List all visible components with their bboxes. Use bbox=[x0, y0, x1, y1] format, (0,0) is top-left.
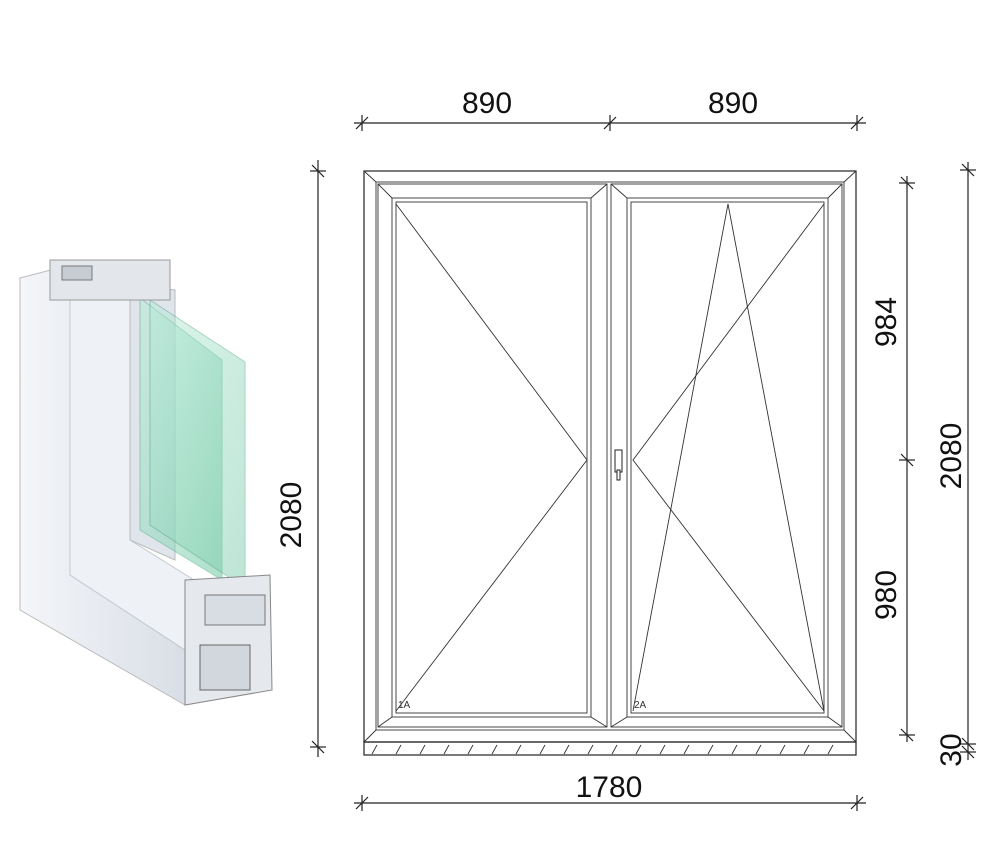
dim-left-height: 2080 bbox=[275, 482, 308, 549]
dim-total-width: 1780 bbox=[576, 771, 643, 804]
dimension-lines bbox=[310, 115, 976, 811]
sill-hatch-mark bbox=[515, 744, 522, 755]
opening-direction-lines bbox=[632, 203, 825, 712]
profile-cross-section-image bbox=[19, 259, 273, 706]
dim-top-left-width: 890 bbox=[462, 87, 512, 120]
sill-hatch-mark bbox=[491, 744, 498, 755]
sill-hatch-mark bbox=[587, 744, 594, 755]
sill-hatch-mark bbox=[803, 744, 810, 755]
tilt-direction-lines bbox=[632, 203, 825, 712]
right-sash bbox=[610, 183, 843, 728]
sill-hatch-mark bbox=[539, 744, 546, 755]
sill-hatch-mark bbox=[635, 744, 642, 755]
sill-hatch-mark bbox=[755, 744, 762, 755]
sill-hatch-mark bbox=[779, 744, 786, 755]
sill-hatch-mark bbox=[371, 744, 378, 755]
dim-right-total-height: 2080 bbox=[935, 423, 968, 490]
dim-right-lower-height: 980 bbox=[870, 570, 903, 620]
sill-hatch-mark bbox=[659, 744, 666, 755]
sill-hatch-mark bbox=[563, 744, 570, 755]
sill-hatch-mark bbox=[395, 744, 402, 755]
sill bbox=[363, 741, 857, 756]
dim-sill-height: 30 bbox=[935, 733, 968, 766]
sill-hatch-mark bbox=[683, 744, 690, 755]
opening-direction-lines bbox=[395, 203, 588, 712]
sash-label-1a: 1A bbox=[398, 700, 411, 711]
handle-icon bbox=[614, 449, 623, 481]
dim-right-upper-height: 984 bbox=[870, 297, 903, 347]
sill-hatch-mark bbox=[467, 744, 474, 755]
sash-label-2a: 2A bbox=[634, 700, 647, 711]
sill-hatch-mark bbox=[443, 744, 450, 755]
sill-hatch-mark bbox=[611, 744, 618, 755]
left-sash bbox=[377, 183, 608, 728]
dim-top-right-width: 890 bbox=[708, 87, 758, 120]
sill-hatch-mark bbox=[827, 744, 834, 755]
sill-hatch-mark bbox=[707, 744, 714, 755]
sill-hatch-mark bbox=[731, 744, 738, 755]
sill-hatch-mark bbox=[419, 744, 426, 755]
